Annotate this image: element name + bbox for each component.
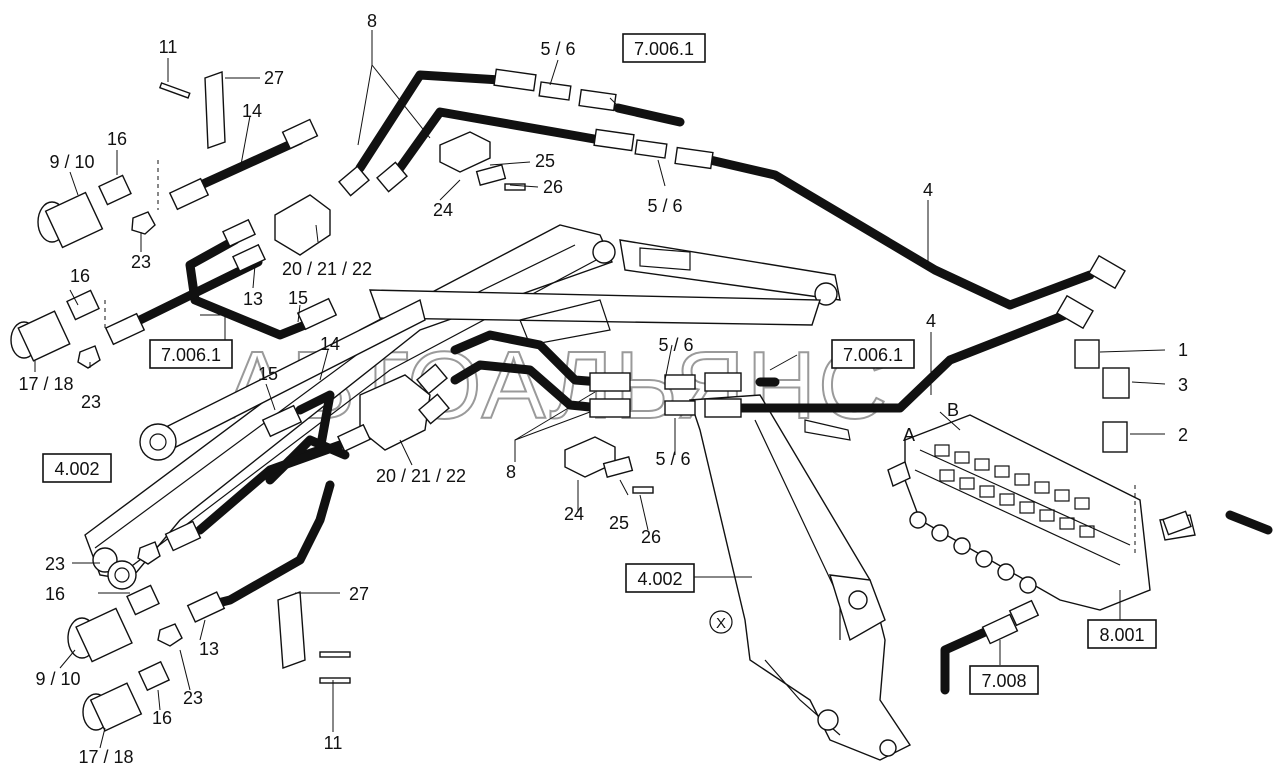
callout-27-top: 27 — [264, 68, 284, 88]
callout-24-mid: 24 — [564, 504, 584, 524]
callout-5-6-mid: 5 / 6 — [658, 335, 693, 355]
ref-7008: 7.008 — [981, 671, 1026, 691]
callout-17-18-low: 17 / 18 — [78, 747, 133, 767]
callout-13-low: 13 — [199, 639, 219, 659]
callout-port-B: B — [947, 400, 959, 420]
part-callouts: 11 27 14 16 9 / 10 23 8 5 / 6 25 26 24 5… — [18, 11, 1188, 767]
hose-lines — [135, 70, 1273, 695]
ref-4002-bottom: 4.002 — [637, 569, 682, 589]
callout-port-A: A — [903, 425, 915, 445]
callout-11-low: 11 — [324, 733, 343, 753]
callout-4-mid: 4 — [926, 311, 936, 331]
callout-14-top: 14 — [242, 101, 262, 121]
callout-25-mid: 25 — [609, 513, 629, 533]
callout-25-top: 25 — [535, 151, 555, 171]
callout-view-X: X — [716, 615, 726, 632]
ref-7006-mid: 7.006.1 — [843, 345, 903, 365]
control-valve-block — [887, 414, 1196, 611]
callout-16-mid: 16 — [70, 266, 90, 286]
callout-16-low: 16 — [45, 584, 65, 604]
callout-11-top: 11 — [159, 37, 178, 57]
callout-2: 2 — [1178, 425, 1188, 445]
callout-3: 3 — [1178, 375, 1188, 395]
callout-23-top: 23 — [131, 252, 151, 272]
callout-26-top: 26 — [543, 177, 563, 197]
callout-13-top: 13 — [243, 289, 263, 309]
callout-16-low2: 16 — [152, 708, 172, 728]
leader-lines — [34, 30, 1166, 749]
ref-7006-top: 7.006.1 — [634, 39, 694, 59]
fittings — [10, 68, 1192, 732]
callout-24-top: 24 — [433, 200, 453, 220]
callout-9-10-top: 9 / 10 — [49, 152, 94, 172]
callout-4-top: 4 — [923, 180, 933, 200]
callout-1: 1 — [1178, 340, 1188, 360]
ref-8001: 8.001 — [1099, 625, 1144, 645]
callout-16-top: 16 — [107, 129, 127, 149]
callout-5-6-upper-b: 5 / 6 — [647, 196, 682, 216]
callout-26-mid: 26 — [641, 527, 661, 547]
callout-8-mid: 8 — [506, 462, 516, 482]
boxed-references: 7.006.1 7.006.1 7.006.1 4.002 4.002 8.00… — [42, 33, 1157, 695]
view-x-circle — [709, 610, 733, 634]
callout-17-18-top: 17 / 18 — [18, 374, 73, 394]
callout-15-mid: 15 — [258, 364, 278, 384]
callout-5-6-top: 5 / 6 — [540, 39, 575, 59]
callout-23-mid: 23 — [81, 392, 101, 412]
callout-20-21-22-mid: 20 / 21 / 22 — [376, 466, 466, 486]
callout-9-10-low: 9 / 10 — [35, 669, 80, 689]
callout-15-top: 15 — [288, 288, 308, 308]
ref-4002-left: 4.002 — [54, 459, 99, 479]
callout-27-low: 27 — [349, 584, 369, 604]
callout-20-21-22-top: 20 / 21 / 22 — [282, 259, 372, 279]
callout-23-low2: 23 — [183, 688, 203, 708]
ref-7006-left: 7.006.1 — [161, 345, 221, 365]
callout-8-top: 8 — [367, 11, 377, 31]
callout-14-mid: 14 — [320, 334, 340, 354]
callout-23-low: 23 — [45, 554, 65, 574]
callout-5-6-mid-b: 5 / 6 — [655, 449, 690, 469]
boom-arm — [84, 224, 912, 761]
